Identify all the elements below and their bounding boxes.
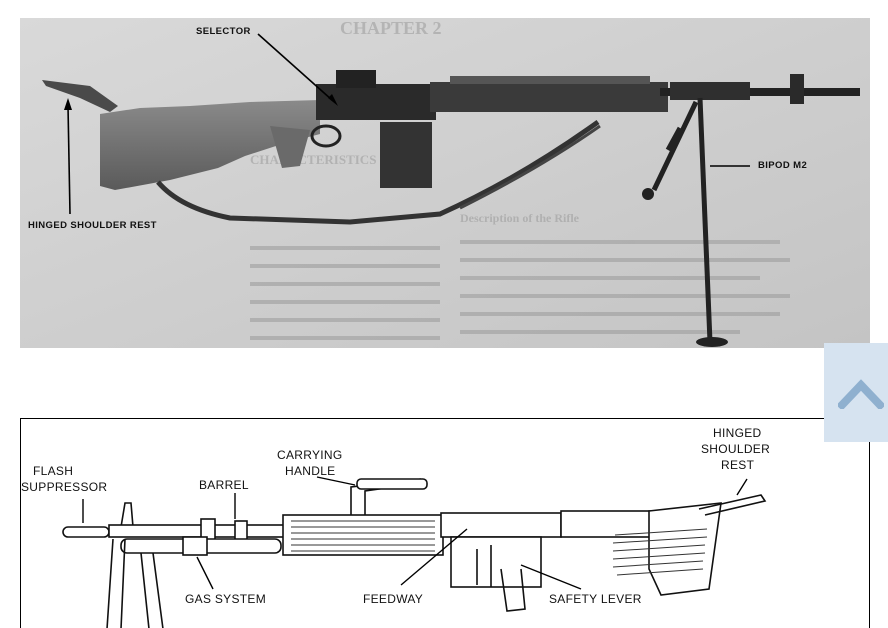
label-carrying-handle-2: HANDLE: [285, 464, 335, 478]
label-flash-suppressor-2: SUPPRESSOR: [21, 480, 107, 494]
label-carrying-handle-1: CARRYING: [277, 448, 343, 462]
rifle-photo-illustration: CHAPTER 2 CHARACTERISTICS Description of…: [20, 18, 870, 348]
label-feedway: FEEDWAY: [363, 592, 423, 606]
label-flash-suppressor-1: FLASH: [33, 464, 73, 478]
photo-leader-lines: [67, 33, 750, 215]
diagram-hatching: [291, 520, 708, 576]
bg-section-heading: CHARACTERISTICS: [250, 152, 376, 167]
label-hinged-shoulder-rest-photo: HINGED SHOULDER REST: [28, 220, 157, 231]
label-safety-lever: SAFETY LEVER: [549, 592, 642, 606]
chevron-up-icon: [838, 379, 884, 409]
machine-gun-line-drawing: FLASH SUPPRESSOR BARREL CARRYING HANDLE …: [21, 426, 770, 628]
label-hinged-shoulder-rest-3: REST: [721, 458, 755, 472]
bg-subsection: Description of the Rifle: [460, 211, 580, 225]
diagram-leader-lines: [82, 476, 748, 590]
machine-gun-diagram: FLASH SUPPRESSOR BARREL CARRYING HANDLE …: [20, 418, 870, 628]
m14a1-rifle: [42, 70, 860, 347]
rifle-photo: CHAPTER 2 CHARACTERISTICS Description of…: [20, 18, 870, 348]
bg-chapter-heading: CHAPTER 2: [340, 18, 442, 38]
label-bipod: BIPOD M2: [758, 160, 807, 171]
label-gas-system: GAS SYSTEM: [185, 592, 266, 606]
label-selector: SELECTOR: [196, 26, 251, 37]
label-barrel: BARREL: [199, 478, 249, 492]
label-hinged-shoulder-rest-1: HINGED: [713, 426, 762, 440]
scroll-to-top-button[interactable]: [824, 343, 888, 442]
label-hinged-shoulder-rest-2: SHOULDER: [701, 442, 770, 456]
